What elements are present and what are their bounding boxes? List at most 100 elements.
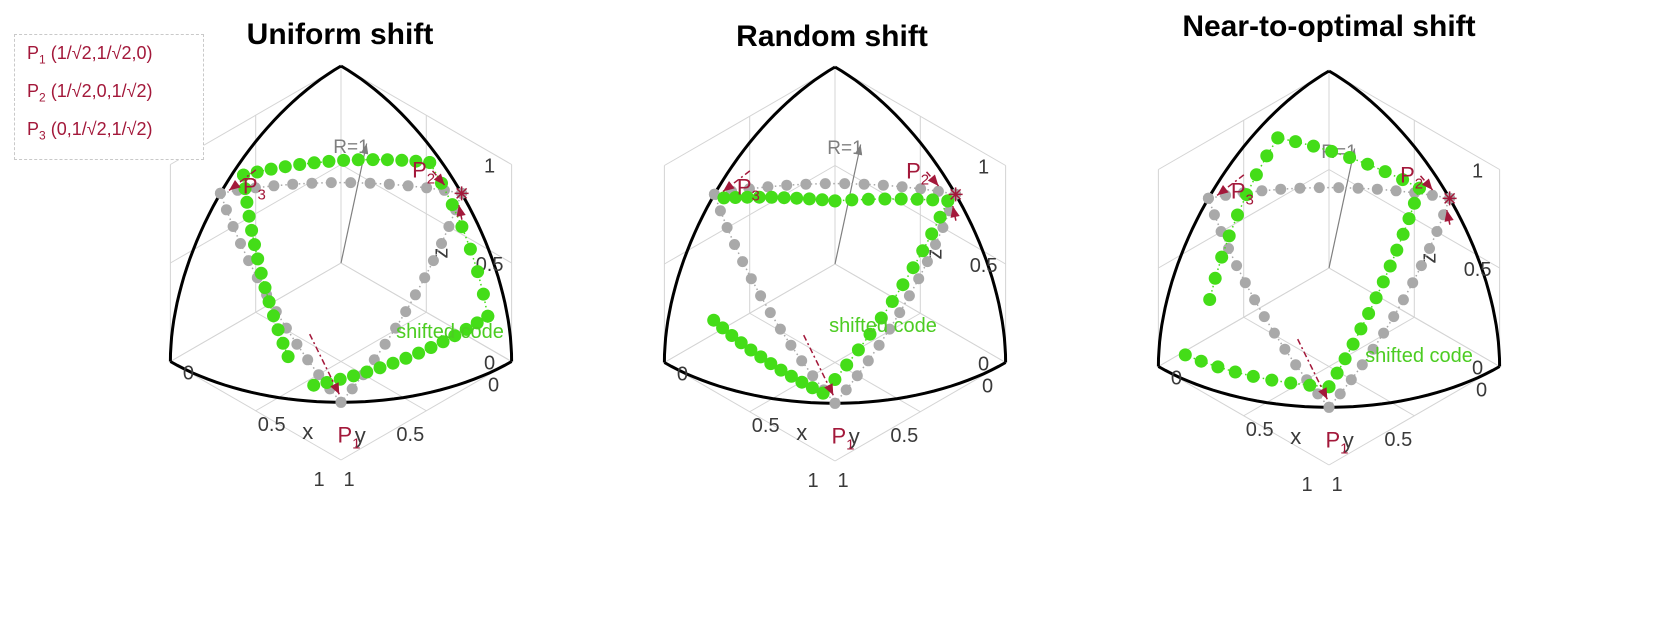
original-code-point [1334, 388, 1346, 400]
shifted-code-point [320, 376, 334, 389]
radius-arrow-head [360, 143, 369, 155]
shifted-code-point [251, 252, 265, 266]
original-code-point [1390, 185, 1402, 197]
shifted-code-point [725, 329, 739, 342]
shifted-code-point [1325, 144, 1339, 158]
x-tick-label: 0.5 [258, 414, 286, 436]
original-code-point [1202, 192, 1214, 204]
shifted-code-annotation: shifted code [1365, 345, 1473, 367]
z-axis-label: z [1416, 253, 1441, 264]
shift-arrow-head [330, 382, 340, 395]
shift-arrow-head [1217, 184, 1229, 196]
original-code-point [1313, 182, 1325, 194]
y-axis-label: y [1343, 428, 1354, 453]
original-code-point [873, 339, 885, 351]
shifted-code-point [933, 210, 947, 224]
original-code-point [708, 188, 720, 200]
shift-arrow [309, 333, 340, 395]
y-tick-label: 0.5 [890, 425, 918, 447]
original-code-point [840, 384, 852, 396]
shift-arrow-head [927, 174, 939, 186]
shift-arrow-head [1421, 178, 1433, 190]
shifted-code-point [436, 335, 450, 349]
shifted-code-point [1240, 188, 1253, 202]
original-code-point [400, 306, 412, 318]
original-code-point [1290, 359, 1302, 371]
shifted-code-series [237, 153, 495, 392]
shifted-code-point [242, 209, 256, 223]
original-code-point [345, 177, 357, 189]
shifted-code-point [1330, 366, 1344, 380]
original-code-point [302, 354, 314, 366]
y-tick-label: 1 [313, 469, 324, 491]
z-tick-label: 0 [978, 354, 989, 376]
shifted-code-point [910, 192, 924, 206]
shifted-code-point [925, 227, 939, 241]
shifted-code-point [1208, 271, 1222, 285]
shifted-code-point [863, 327, 877, 341]
original-code-point [227, 221, 239, 232]
x-tick-label: 1 [343, 469, 354, 491]
original-code-point [829, 397, 841, 409]
shifted-code-point [941, 194, 955, 208]
p2-star-marker [454, 186, 469, 201]
shifted-code-point [717, 191, 731, 205]
shifted-code-point [740, 190, 754, 204]
shifted-code-point [828, 373, 842, 386]
shift-arrow [952, 205, 957, 221]
original-code-point [402, 180, 414, 192]
shifted-code-point [764, 357, 778, 371]
shifted-code-path [834, 198, 948, 202]
original-code-point [1356, 359, 1368, 371]
x-tick-label: 1 [1331, 474, 1342, 496]
original-code-point [220, 204, 232, 216]
point-label-p1: P1 [337, 422, 360, 452]
shift-arrow-head [229, 179, 241, 191]
original-code-point [1352, 182, 1364, 194]
original-code-point [1256, 185, 1268, 197]
shift-arrow [803, 334, 834, 396]
shifted-code-point [716, 321, 730, 335]
z-tick-label: 0 [1472, 358, 1483, 380]
original-code-point [1239, 277, 1251, 289]
point-label-p1: P1 [1325, 427, 1348, 457]
original-code-point [421, 182, 433, 194]
shifted-code-point [459, 322, 473, 336]
shifted-code-point [267, 309, 280, 323]
shifted-code-point [360, 365, 374, 379]
shifted-code-point [1402, 212, 1416, 226]
original-code-point [896, 181, 908, 193]
z-axis-label: z [428, 248, 453, 259]
shifted-code-point [276, 336, 290, 350]
original-code-point [851, 370, 863, 382]
original-code-point [858, 178, 870, 190]
original-code-point [807, 370, 819, 382]
original-code-point [721, 222, 733, 233]
original-code-point [785, 339, 797, 351]
shifted-code-point [1361, 157, 1375, 171]
shifted-code-point [240, 195, 254, 209]
shifted-code-point [386, 356, 400, 370]
shifted-code-point [1369, 291, 1383, 305]
original-code-point [291, 338, 303, 350]
original-code-point [1345, 374, 1357, 386]
shifted-code-point [906, 261, 920, 275]
p2-star-marker [948, 187, 963, 202]
shifted-code-point [481, 309, 495, 323]
original-code-point [764, 307, 776, 319]
shifted-code-point [337, 153, 351, 167]
grid-line-xy [664, 362, 836, 462]
shifted-code-point [1194, 354, 1208, 368]
shifted-code-point [237, 168, 250, 182]
point-label-p1: P1 [831, 423, 854, 453]
shifted-code-point [1289, 135, 1302, 149]
shifted-code-annotation: shifted code [396, 321, 504, 343]
shifted-code-point [1211, 360, 1225, 374]
shifted-code-point [258, 281, 272, 295]
original-code-point [249, 182, 261, 194]
point-label-p3: P3 [243, 173, 266, 203]
shifted-code-point [333, 372, 347, 386]
chart-title: Near-to-optimal shift [1182, 10, 1475, 43]
z-tick-label: 1 [484, 156, 495, 178]
